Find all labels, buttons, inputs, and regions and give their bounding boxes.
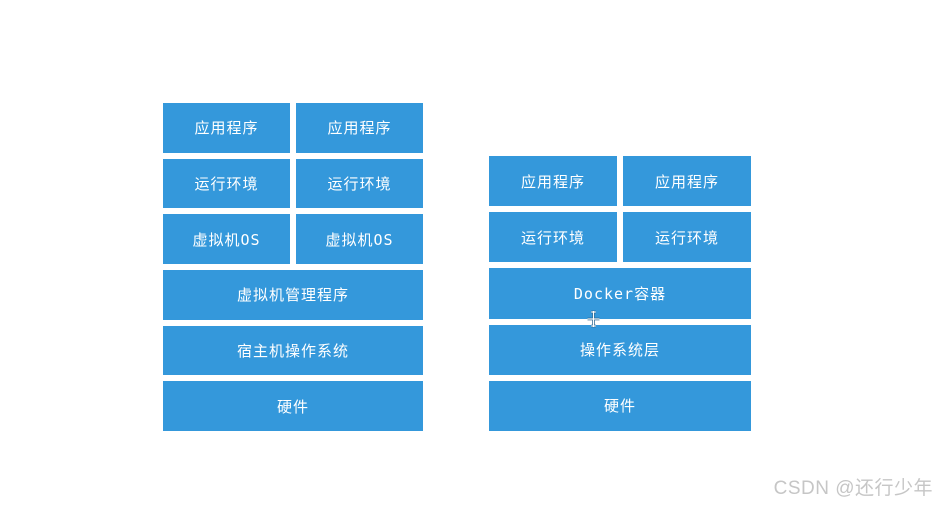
vm-row-applications: 应用程序 应用程序 xyxy=(163,103,423,153)
docker-application-box-1: 应用程序 xyxy=(489,156,617,207)
docker-architecture-stack: 应用程序 应用程序 运行环境 运行环境 Docker容器 操作系统层 硬件 xyxy=(489,156,751,432)
vm-row-hypervisor: 虚拟机管理程序 xyxy=(163,270,423,320)
vm-architecture-stack: 应用程序 应用程序 运行环境 运行环境 虚拟机OS 虚拟机OS 虚拟机管理程序 … xyxy=(163,103,423,432)
vm-host-os-box: 宿主机操作系统 xyxy=(163,325,423,376)
vm-row-guest-os: 虚拟机OS 虚拟机OS xyxy=(163,214,423,265)
csdn-watermark: CSDN @还行少年 xyxy=(773,478,933,499)
vm-runtime-box-1: 运行环境 xyxy=(163,158,290,209)
docker-container-box: Docker容器 xyxy=(489,268,751,319)
vm-row-hardware: 硬件 xyxy=(163,381,423,432)
docker-row-os-layer: 操作系统层 xyxy=(489,324,751,375)
docker-runtime-box-1: 运行环境 xyxy=(489,212,617,263)
docker-os-layer-box: 操作系统层 xyxy=(489,324,751,375)
docker-row-hardware: 硬件 xyxy=(489,380,751,432)
vm-hardware-box: 硬件 xyxy=(163,381,423,432)
docker-row-applications: 应用程序 应用程序 xyxy=(489,156,751,207)
vm-application-box-2: 应用程序 xyxy=(296,103,423,153)
docker-row-container: Docker容器 xyxy=(489,268,751,319)
vm-runtime-box-2: 运行环境 xyxy=(296,158,423,209)
vm-row-host-os: 宿主机操作系统 xyxy=(163,325,423,376)
docker-application-box-2: 应用程序 xyxy=(623,156,751,207)
vm-hypervisor-box: 虚拟机管理程序 xyxy=(163,270,423,320)
vm-guest-os-box-1: 虚拟机OS xyxy=(163,214,290,265)
docker-runtime-box-2: 运行环境 xyxy=(623,212,751,263)
docker-row-runtimes: 运行环境 运行环境 xyxy=(489,212,751,263)
vm-application-box-1: 应用程序 xyxy=(163,103,290,153)
vm-row-runtimes: 运行环境 运行环境 xyxy=(163,158,423,209)
vm-guest-os-box-2: 虚拟机OS xyxy=(296,214,423,265)
docker-hardware-box: 硬件 xyxy=(489,380,751,432)
